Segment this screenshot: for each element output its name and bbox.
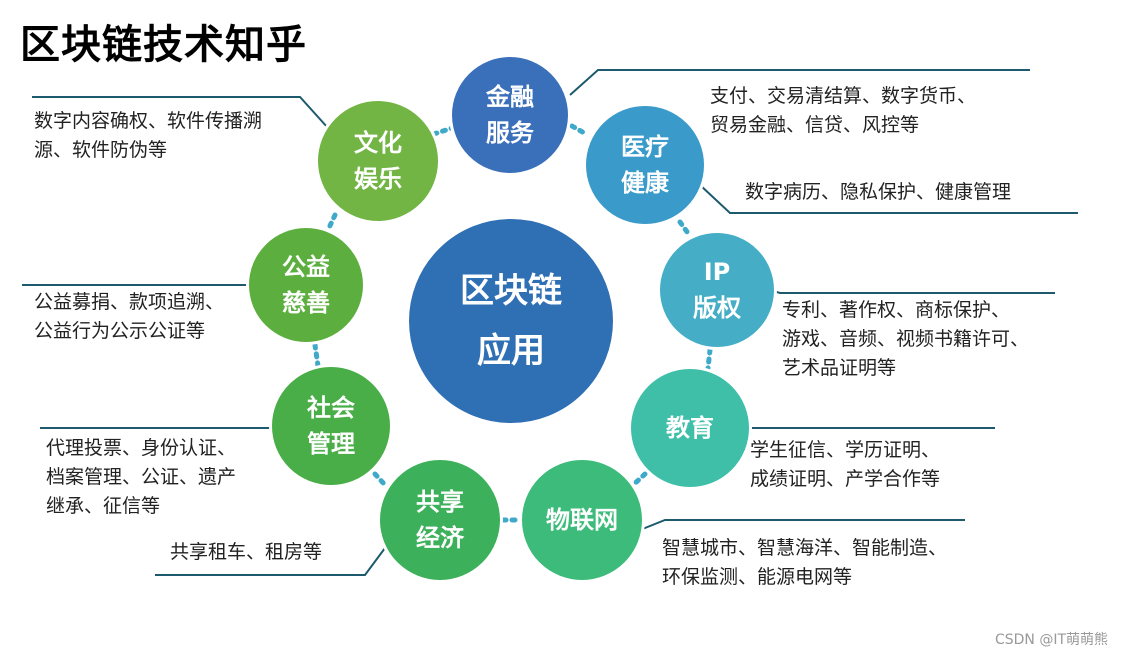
desc-charity: 公益募捐、款项追溯、 公益行为公示公证等 (34, 291, 225, 342)
line-ip (769, 289, 1055, 294)
dot-link (705, 347, 713, 371)
dot-link (372, 471, 389, 489)
line-culture (32, 96, 329, 129)
dot-link (677, 219, 693, 239)
dot-link (325, 212, 338, 233)
node-culture: 文化 娱乐 (315, 98, 441, 224)
desc-medical: 数字病历、隐私保护、健康管理 (745, 181, 1012, 203)
desc-iot: 智慧城市、智慧海洋、智能制造、 环保监测、能源电网等 (662, 537, 948, 588)
line-iot (639, 519, 965, 531)
watermark: CSDN @IT萌萌熊 (994, 632, 1108, 648)
node-medical: 医疗 健康 (583, 103, 707, 227)
node-iot: 物联网 (519, 457, 645, 583)
dot-link (629, 471, 648, 489)
dot-link (312, 342, 321, 369)
desc-education: 学生征信、学历证明、 成绩证明、产学合作等 (750, 439, 941, 490)
line-sharing (155, 547, 386, 576)
desc-culture: 数字内容确权、软件传播溯 源、软件防伪等 (34, 110, 263, 161)
desc-sharing: 共享租车、租房等 (170, 541, 323, 563)
desc-social: 代理投票、身份认证、 档案管理、公证、遗产 继承、征信等 (46, 437, 237, 517)
node-charity: 公益 慈善 (246, 225, 366, 345)
node-education: 教育 (628, 366, 752, 490)
desc-finance: 支付、交易清结算、数字货币、 贸易金融、信贷、风控等 (710, 85, 977, 136)
line-medical (699, 184, 1078, 214)
line-finance (569, 69, 1030, 96)
overlay-title: 区块链技术知乎 (20, 22, 307, 68)
desc-ip: 专利、著作权、商标保护、 游戏、音频、视频书籍许可、 艺术品证明等 (782, 299, 1030, 379)
dot-link (569, 123, 589, 137)
node-ip: IP 版权 (657, 230, 777, 350)
dot-link (431, 125, 455, 137)
node-sharing: 共享 经济 (377, 457, 503, 583)
center-node: 区块链 应用 (406, 216, 616, 426)
node-social: 社会 管理 (269, 364, 393, 488)
node-finance: 金融 服务 (449, 54, 571, 176)
